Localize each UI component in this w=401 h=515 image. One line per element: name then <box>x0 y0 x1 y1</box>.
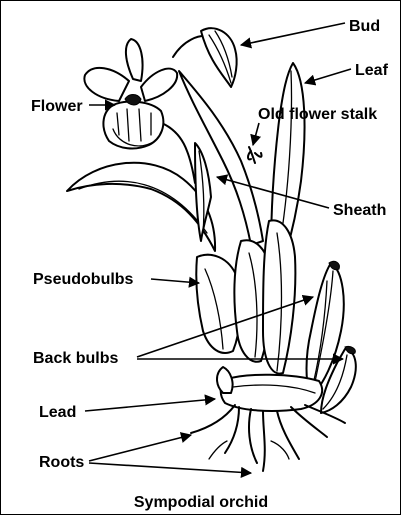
orchid-plant <box>67 28 356 471</box>
caption: Sympodial orchid <box>134 494 268 511</box>
label-back-bulbs: Back bulbs <box>33 350 118 367</box>
label-bud: Bud <box>349 18 380 35</box>
label-leaf: Leaf <box>355 62 389 79</box>
label-sheath: Sheath <box>333 202 386 219</box>
label-lead: Lead <box>39 404 76 421</box>
lead-growth <box>217 367 233 393</box>
flower <box>84 39 177 148</box>
label-old-flower-stalk: Old flower stalk <box>258 106 377 123</box>
roots <box>191 405 345 471</box>
label-roots: Roots <box>39 454 84 471</box>
label-flower: Flower <box>31 98 83 115</box>
leaf-center <box>179 71 263 245</box>
label-pseudobulbs: Pseudobulbs <box>33 271 134 288</box>
